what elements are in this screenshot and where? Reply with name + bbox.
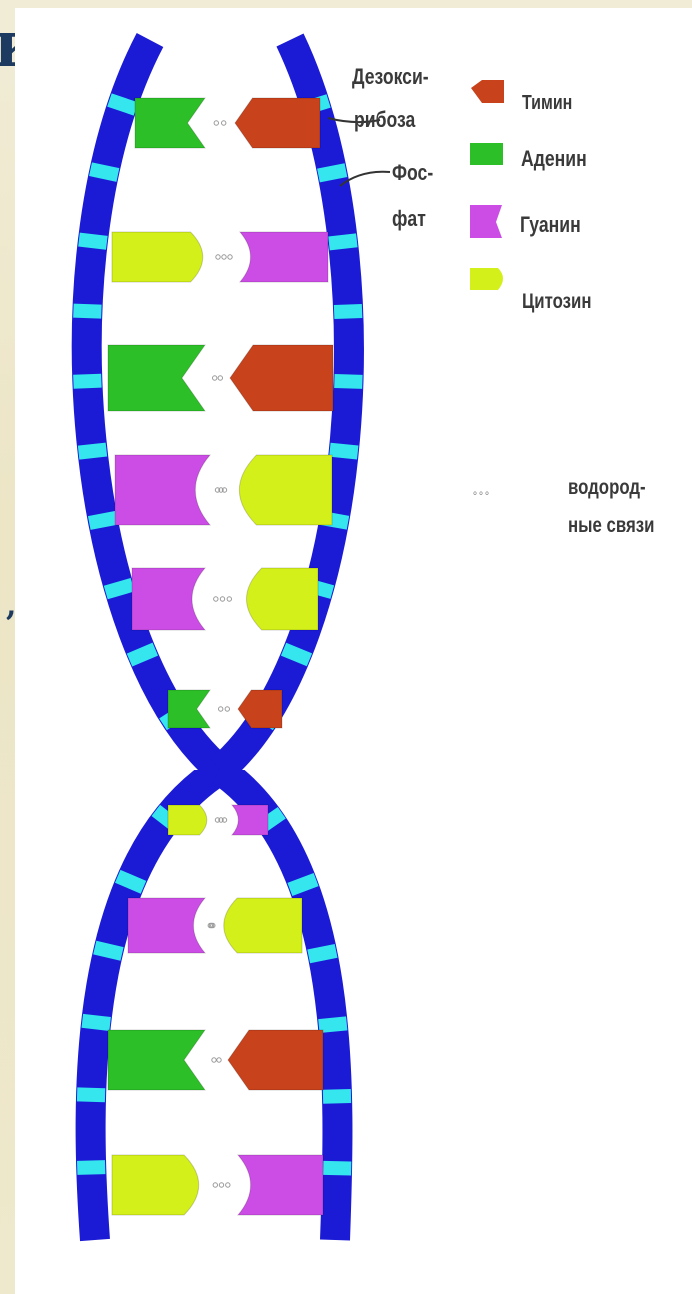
hydrogen-bond-dot [219,1183,223,1187]
legend-icons-group [470,80,504,290]
base-guanine-left [132,568,205,630]
hydrogen-bond-dot [214,597,218,601]
guanine-shape-icon [470,205,502,238]
cytosine-shape-icon [470,268,503,290]
base-cytosine-left [112,1155,199,1215]
base-cytosine-right [247,568,318,630]
hydrogen-bonds-group [208,121,232,1187]
hydrogen-bond-dot [214,121,218,125]
phosphate-mark [73,374,101,389]
base-adenine-left [108,345,205,411]
phosphate-label-line1: Фос- [392,160,433,186]
base-cytosine-right [239,455,332,525]
legend-adenine-label: Аденин [521,146,587,172]
base-cytosine-left [168,805,207,835]
hydrogen-bond-dot [219,707,223,711]
base-cytosine-left [112,232,203,282]
phosphate-label-line2: фат [392,206,426,232]
hydrogen-bond-dot [217,1058,221,1062]
hydrogen-bond-dot [213,376,217,380]
hydrogen-bond-dot [213,1183,217,1187]
base-thymine-right [228,1030,323,1090]
adenine-shape-icon [470,143,503,165]
base-guanine-right [240,232,328,282]
phosphate-mark [334,304,363,319]
legend-thymine-label: Тимин [522,92,572,115]
hydrogen-bond-dot [226,1183,230,1187]
phosphate-mark [73,304,101,319]
deoxyribose-label-line1: Дезокси- [352,64,429,90]
base-adenine-left [108,1030,205,1090]
hydrogen-bond-dot [212,1058,216,1062]
hydrogen-bonds-label-line2: ные связи [568,514,654,538]
phosphate-mark [323,1161,351,1176]
base-adenine-left [135,98,205,148]
phosphate-mark [77,1087,105,1102]
hydrogen-bond-dot [222,255,226,259]
phosphate-mark [334,374,362,389]
hydrogen-bond-dot [225,707,229,711]
hydrogen-bond-dot [218,376,222,380]
base-adenine-left [168,690,210,728]
base-guanine-left [115,455,210,525]
thymine-shape-icon [471,80,504,103]
phosphate-mark [329,443,358,460]
hydrogen-bond-symbol: ∘∘∘ [472,486,490,500]
legend-cytosine-label: Цитозин [522,290,591,314]
phosphate-mark [77,1160,105,1175]
base-thymine-right [235,98,320,148]
hydrogen-bond-dot [220,597,224,601]
base-guanine-right [238,1155,323,1215]
base-cytosine-right [224,898,302,953]
hydrogen-bond-dot [222,121,226,125]
base-thymine-right [230,345,333,411]
deoxyribose-label-line2: рибоза [354,107,415,133]
hydrogen-bond-dot [216,255,220,259]
phosphate-mark [323,1089,351,1104]
base-guanine-left [128,898,205,953]
legend-guanine-label: Гуанин [520,212,581,238]
base-guanine-right [232,805,268,835]
hydrogen-bond-dot [227,597,231,601]
hydrogen-bond-dot [228,255,232,259]
hydrogen-bonds-label-line1: водород- [568,476,646,500]
